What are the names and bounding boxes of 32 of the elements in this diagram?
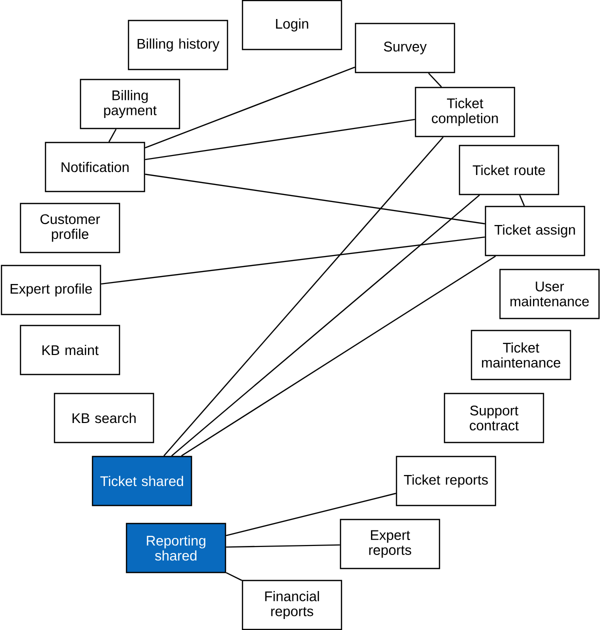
module-box: Notification — [44, 142, 146, 192]
module-box: Ticket completion — [414, 86, 516, 138]
module-box: Expert reports — [340, 518, 440, 570]
module-box: Support contract — [444, 392, 544, 444]
module-box: Login — [242, 0, 342, 50]
connector-line — [101, 236, 485, 284]
module-box: Ticket assign — [484, 206, 586, 256]
shared-module-box: Reporting shared — [126, 522, 226, 574]
module-box: KB search — [54, 392, 154, 444]
connector-line — [181, 256, 496, 456]
module-box: Survey — [354, 22, 456, 74]
connector-line — [163, 136, 444, 456]
connector-line — [145, 174, 485, 224]
module-box: Ticket route — [458, 144, 560, 196]
module-box: Billing history — [128, 20, 228, 70]
module-box: User maintenance — [499, 268, 600, 320]
connector-line — [519, 194, 525, 206]
module-box: Financial reports — [242, 580, 342, 630]
shared-module-box: Ticket shared — [92, 456, 192, 506]
module-box: Customer profile — [20, 202, 120, 254]
module-box: KB maint — [20, 324, 120, 376]
connector-line — [226, 492, 396, 536]
module-box: Expert profile — [0, 264, 102, 316]
connector-line — [144, 66, 356, 148]
module-box: Ticket reports — [396, 456, 496, 506]
connector-line — [226, 544, 340, 548]
connector-line — [108, 128, 117, 142]
connector-line — [226, 572, 242, 581]
connector-line — [428, 72, 442, 88]
module-box: Billing payment — [80, 78, 180, 130]
connector-line — [145, 118, 415, 160]
module-box: Ticket maintenance — [470, 330, 572, 380]
